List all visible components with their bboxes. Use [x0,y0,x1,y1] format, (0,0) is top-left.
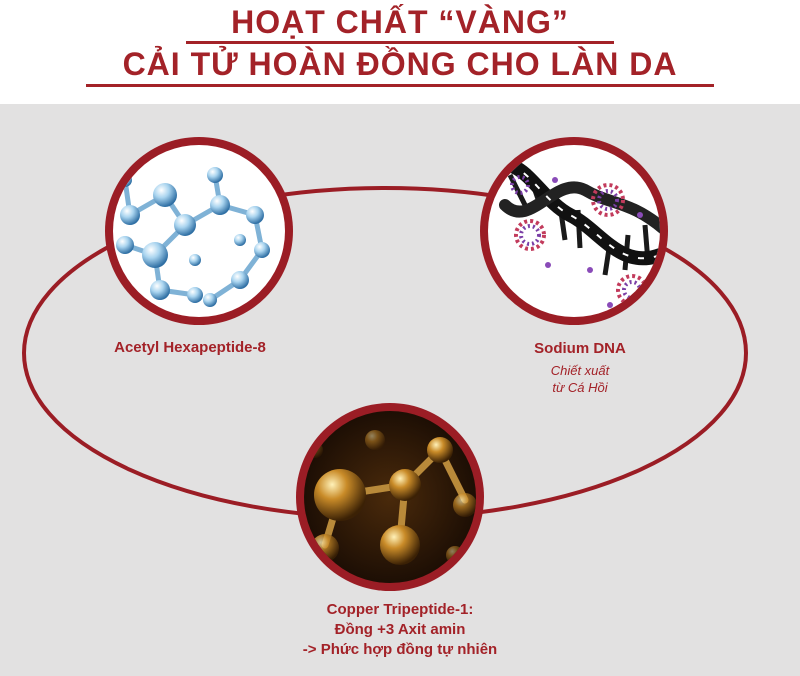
ingredient-label-sodium-dna: Sodium DNA [534,340,626,357]
sodium-dna-source-line-1: Chiết xuất [550,363,610,378]
dna-helix-icon [480,137,668,325]
copper-label-line-2: Đồng +3 Axit amin [334,621,466,638]
sodium-dna-source-line-2: từ Cá Hồi [552,380,608,395]
title-underline-2 [86,84,714,87]
copper-molecule-icon [296,403,484,591]
title-line-2: CẢI TỬ HOÀN ĐỒNG CHO LÀN DA [122,46,678,82]
ingredient-sublabel-sodium-dna: Chiết xuất từ Cá Hồi [500,362,660,396]
header: HOẠT CHẤT “VÀNG” CẢI TỬ HOÀN ĐỒNG CHO LÀ… [0,0,800,104]
title-underline-1 [186,41,614,44]
blue-molecule-icon [105,137,293,325]
ingredient-label-copper-tripeptide: Copper Tripeptide-1: Đồng +3 Axit amin -… [220,600,580,660]
copper-label-line-1: Copper Tripeptide-1: [326,601,474,618]
title-line-1: HOẠT CHẤT “VÀNG” [231,4,569,40]
copper-label-line-3: -> Phức hợp đồng tự nhiên [302,641,498,658]
ingredient-label-acetyl-hexapeptide: Acetyl Hexapeptide-8 [114,339,266,356]
